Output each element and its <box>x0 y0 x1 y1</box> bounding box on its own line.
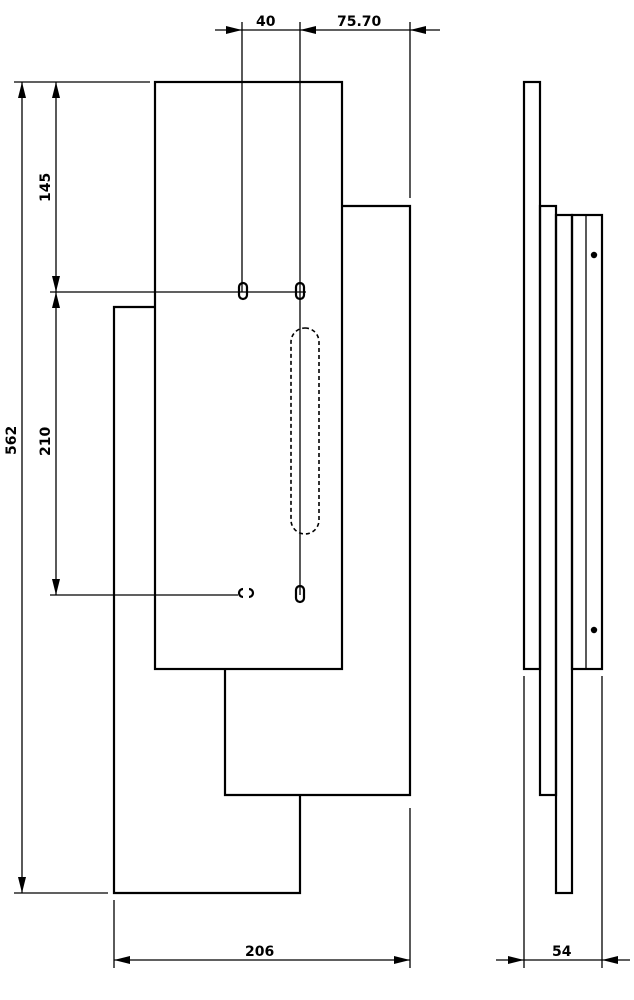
mount-hole-upper-left <box>237 281 249 301</box>
dashed-slot <box>290 327 320 535</box>
mount-hole-lower-left <box>237 587 255 599</box>
dim-side-width: 54 <box>552 944 572 960</box>
side-view <box>522 80 604 895</box>
front-panel <box>153 80 344 671</box>
right-panel <box>223 204 412 797</box>
dim-front-width: 206 <box>245 944 274 960</box>
side-back-panel <box>522 80 542 671</box>
side-block <box>570 213 604 671</box>
front-dimensions: 40 75.70 562 145 210 206 <box>4 14 440 968</box>
side-dimensions: 54 <box>496 676 630 968</box>
dim-middle-height: 210 <box>38 427 54 456</box>
side-middle-panel <box>538 204 558 797</box>
dim-total-height: 562 <box>4 426 20 455</box>
dim-top-right: 75.70 <box>337 14 382 30</box>
left-panel <box>112 305 302 895</box>
dim-upper-height: 145 <box>38 173 54 202</box>
front-view <box>112 80 412 895</box>
side-screw-lower <box>590 626 598 634</box>
side-screw-upper <box>590 251 598 259</box>
dim-top-left: 40 <box>256 14 276 30</box>
side-front-panel <box>554 213 574 895</box>
